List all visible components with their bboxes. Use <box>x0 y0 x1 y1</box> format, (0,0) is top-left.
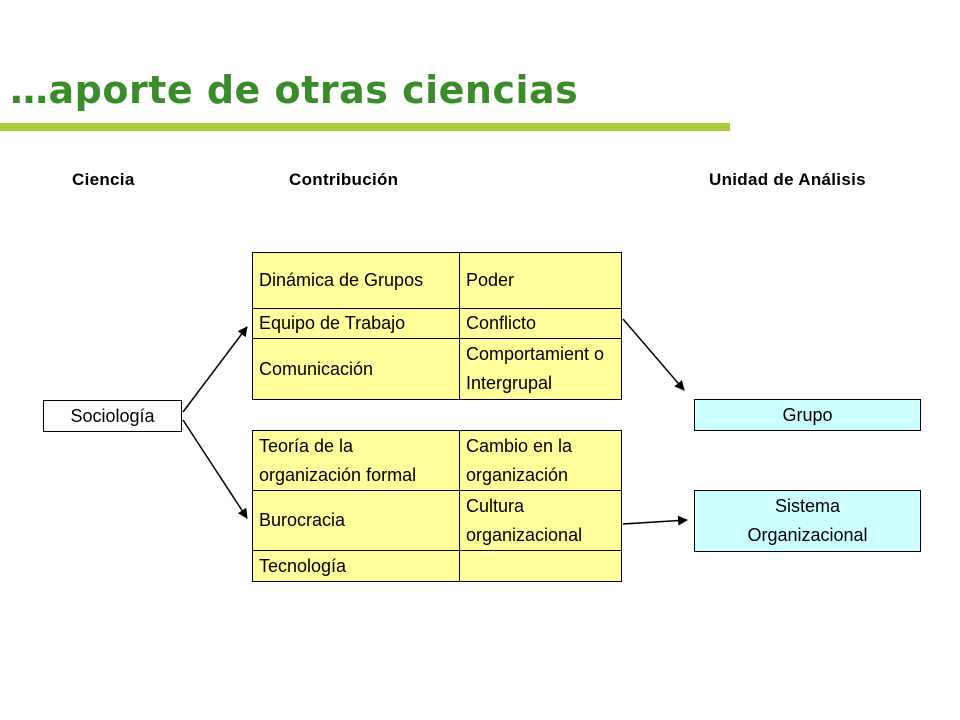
table-cell: Comunicación <box>252 338 460 400</box>
ciencia-box-sociologia: Sociología <box>43 400 182 432</box>
table-cell: Cambio en la organización <box>459 430 622 491</box>
contribution-table-top: Dinámica de Grupos Poder Equipo de Traba… <box>252 252 622 400</box>
table-cell: Tecnología <box>252 550 460 582</box>
table-cell <box>459 550 622 582</box>
unidad-box-sistema-organizacional: Sistema Organizacional <box>694 490 921 552</box>
table-cell: Comportamient o Intergrupal <box>459 338 622 400</box>
unidad-label-line1: Sistema <box>774 496 841 516</box>
table-cell: Conflicto <box>459 308 622 339</box>
table-cell: Poder <box>459 252 622 309</box>
unidad-label-line2: Organizacional <box>747 525 868 545</box>
table-cell: Dinámica de Grupos <box>252 252 460 309</box>
arrow-top-table-to-grupo <box>622 318 685 391</box>
table-cell: Burocracia <box>252 490 460 551</box>
table-row: Burocracia Cultura organizacional <box>252 490 622 551</box>
table-row: Teoría de la organización formal Cambio … <box>252 430 622 491</box>
table-cell: Cultura organizacional <box>459 490 622 551</box>
arrow-sociologia-to-bottom-table <box>182 419 248 519</box>
arrow-bottom-table-to-sistema <box>622 515 688 526</box>
slide-title: …aporte de otras ciencias <box>10 68 579 112</box>
table-row: Comunicación Comportamient o Intergrupal <box>252 338 622 400</box>
table-row: Dinámica de Grupos Poder <box>252 252 622 309</box>
header-unidad-analisis: Unidad de Análisis <box>709 170 866 189</box>
contribution-table-bottom: Teoría de la organización formal Cambio … <box>252 430 622 582</box>
title-underline-bar <box>0 123 730 131</box>
table-row: Tecnología <box>252 550 622 582</box>
unidad-box-grupo: Grupo <box>694 399 921 431</box>
arrow-sociologia-to-top-table <box>182 326 248 413</box>
header-contribucion: Contribución <box>289 170 399 189</box>
header-ciencia: Ciencia <box>72 170 135 189</box>
table-cell: Teoría de la organización formal <box>252 430 460 491</box>
